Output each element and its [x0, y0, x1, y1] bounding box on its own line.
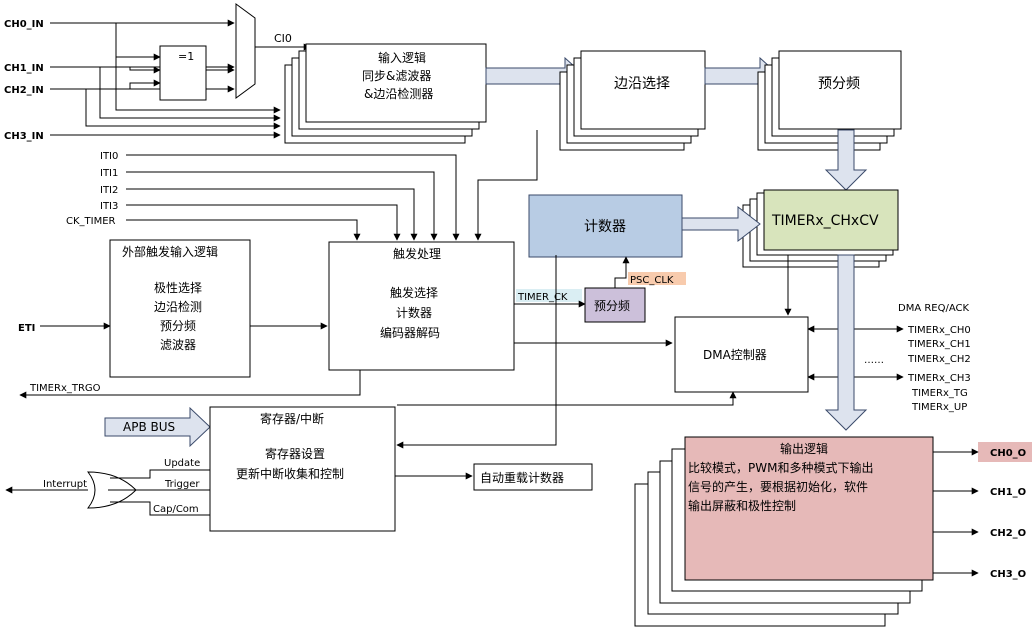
ch1-in-label: CH1_IN: [4, 63, 44, 74]
ext-trigger-line1: 极性选择: [154, 281, 202, 295]
prescaler-block: [778, 50, 902, 130]
chcv-stack: TIMERx_CHxCV: [742, 189, 899, 268]
ch2-o-label: CH2_O: [990, 528, 1026, 539]
reg-capcom: Cap/Com: [153, 504, 199, 515]
ext-trigger-title: 外部触发输入逻辑: [122, 244, 218, 259]
ci0-label: CI0: [274, 32, 292, 45]
timer-ck-bg: [516, 289, 582, 302]
timer-ck-label: TIMER_CK: [517, 292, 568, 303]
input-mux: [235, 3, 256, 99]
dma-req-ack: DMA REQ/ACK: [898, 303, 970, 314]
reg-trigger: Trigger: [164, 479, 200, 490]
reg-title: 寄存器/中断: [260, 411, 324, 426]
ch0-o-bg: [978, 442, 1032, 462]
output-logic-title: 输出逻辑: [780, 441, 828, 456]
dma-sig-ch3: TIMERx_CH3: [907, 373, 971, 384]
dma-label: DMA控制器: [703, 348, 767, 362]
ch0-in-label: CH0_IN: [4, 19, 44, 30]
edge-select-block: [580, 50, 706, 130]
flow-arrow-to-output: [824, 254, 868, 431]
output-logic-stack: 输出逻辑 比较模式，PWM和多种模式下输出 信号的产生，要根据初始化，软件 输出…: [634, 436, 934, 627]
output-logic-line3: 输出屏蔽和极性控制: [688, 498, 796, 513]
ck-timer-label: CK_TIMER: [66, 216, 116, 227]
dma-sig-up: TIMERx_UP: [911, 402, 967, 413]
ext-trigger-line2: 边沿检测: [154, 299, 202, 314]
ch0-o-label: CH0_O: [990, 448, 1026, 459]
flow-arrow-to-chcv: [824, 129, 868, 191]
apb-bus-label: APB BUS: [123, 420, 175, 434]
reg-line1: 寄存器设置: [265, 446, 325, 461]
psc-clk-label: PSC_CLK: [630, 275, 674, 286]
autoreload-label: 自动重载计数器: [480, 470, 564, 485]
edge-select-stack: 边沿选择: [559, 50, 706, 151]
apb-bus-arrow: [104, 406, 211, 448]
ext-trigger-line4: 滤波器: [160, 338, 196, 352]
dma-dots: ……: [864, 355, 884, 366]
edge-select-label: 边沿选择: [614, 76, 670, 92]
autoreload-block: [473, 463, 593, 491]
iti1-label: ITI1: [100, 168, 118, 179]
chcv-label: TIMERx_CHxCV: [771, 213, 879, 229]
ext-trigger-block: [109, 239, 251, 378]
chcv-block: [763, 189, 899, 251]
eti-label: ETI: [18, 323, 35, 334]
reg-update: Update: [164, 458, 200, 469]
iti-lines: ITI0 ITI1 ITI2 ITI3 CK_TIMER: [66, 130, 538, 241]
counter-block: [528, 194, 683, 258]
reg-block: [209, 406, 396, 532]
trgo-label: TIMERx_TRGO: [29, 383, 101, 394]
ch2-in-label: CH2_IN: [4, 85, 44, 96]
psc-clk-bg: [628, 272, 686, 285]
xor-gate-label: =1: [178, 50, 194, 63]
dma-sig-ch0: TIMERx_CH0: [907, 325, 971, 336]
output-logic-line1: 比较模式，PWM和多种模式下输出: [688, 460, 873, 475]
output-channels: CH0_O CH1_O CH2_O CH3_O: [933, 442, 1032, 580]
interrupt-label: Interrupt: [43, 479, 87, 490]
input-logic-stack: 输入逻辑 同步&滤波器 &边沿检测器: [284, 43, 487, 144]
trigger-proc-title: 触发处理: [393, 246, 441, 261]
xor-gate: [159, 45, 207, 101]
dma-block: [674, 316, 809, 393]
output-logic-block: [684, 436, 934, 581]
output-logic-line2: 信号的产生，要根据初始化，软件: [688, 479, 868, 494]
flow-arrow-counter-chcv: [681, 205, 761, 243]
dma-signals: TIMERx_CH0 TIMERx_CH1 …… TIMERx_CH2 TIME…: [807, 325, 971, 413]
iti0-label: ITI0: [100, 151, 118, 162]
dma-sig-tg: TIMERx_TG: [911, 388, 968, 399]
trigger-proc-block: [328, 241, 515, 371]
ch3-in-label: CH3_IN: [4, 131, 44, 142]
trigger-proc-line3: 编码器解码: [380, 325, 440, 340]
input-logic-line3: &边沿检测器: [364, 86, 433, 101]
dma-sig-ch1: TIMERx_CH1: [907, 339, 971, 350]
prescaler-label: 预分频: [818, 76, 860, 92]
ch3-o-label: CH3_O: [990, 569, 1026, 580]
iti3-label: ITI3: [100, 201, 118, 212]
trigger-proc-line2: 计数器: [396, 305, 432, 320]
input-logic-line2: 同步&滤波器: [362, 69, 431, 83]
iti2-label: ITI2: [100, 185, 118, 196]
trigger-proc-line1: 触发选择: [390, 285, 438, 300]
counter-label: 计数器: [584, 219, 626, 235]
input-logic-line1: 输入逻辑: [378, 50, 426, 65]
ext-trigger-line3: 预分频: [160, 319, 196, 333]
prescaler-stack: 预分频: [757, 50, 902, 151]
psc-block-label: 预分频: [594, 299, 630, 313]
psc-block: [584, 287, 646, 323]
input-channels: CH0_IN CH1_IN CH2_IN CH3_IN =1 CI0: [4, 3, 311, 142]
ch1-o-label: CH1_O: [990, 487, 1026, 498]
reg-line2: 更新中断收集和控制: [236, 466, 344, 481]
input-logic-block: [305, 43, 487, 123]
dma-sig-ch2: TIMERx_CH2: [907, 354, 971, 365]
